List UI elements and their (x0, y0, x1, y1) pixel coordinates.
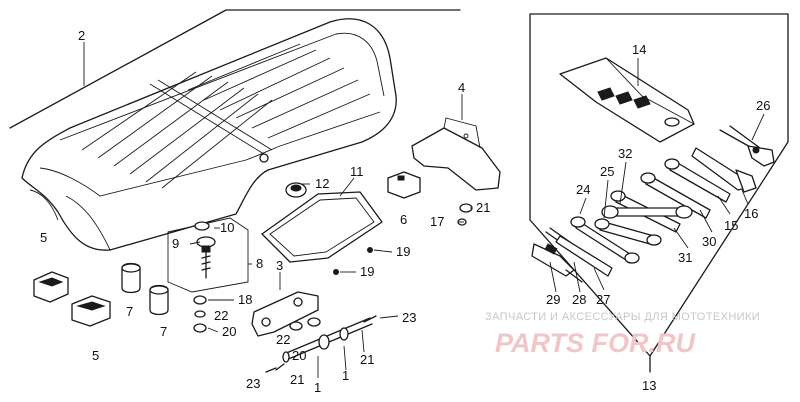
callout-13: 13 (642, 378, 656, 393)
callout-5-a: 5 (40, 230, 47, 245)
leader-lines-left (83, 42, 472, 378)
watermark-logo: PARTS FOR.RU (495, 328, 697, 358)
callout-15: 15 (724, 218, 738, 233)
callout-25: 25 (600, 164, 614, 179)
callout-10: 10 (220, 220, 234, 235)
screwdriver-16 (691, 147, 757, 193)
callout-17: 17 (430, 214, 444, 229)
seat-group-frame (9, 9, 461, 129)
pliers-26 (719, 125, 775, 167)
tool-kit-frame (529, 13, 789, 373)
wrench-24 (570, 216, 640, 264)
plate-11 (261, 191, 383, 263)
callout-29: 29 (546, 292, 560, 307)
wrench-15 (664, 158, 731, 203)
callout-21-b: 21 (360, 352, 374, 367)
hinge-bracket-3 (251, 291, 319, 337)
callout-19-a: 19 (396, 244, 410, 259)
callout-26: 26 (756, 98, 770, 113)
callout-28: 28 (572, 292, 586, 307)
callout-24: 24 (576, 182, 590, 197)
callout-21-a: 21 (476, 200, 490, 215)
callout-6: 6 (400, 212, 407, 227)
wrench-25 (594, 218, 662, 246)
callout-23-a: 23 (402, 310, 416, 325)
screwdriver-29 (531, 243, 583, 283)
callout-16: 16 (744, 206, 758, 221)
callout-14: 14 (632, 42, 646, 57)
wrench-32 (601, 205, 693, 219)
bracket-8-outline (167, 217, 249, 293)
callout-11: 11 (350, 164, 364, 179)
leader-lines-right (549, 58, 765, 293)
callout-20-b: 20 (292, 348, 306, 363)
grommet-12 (285, 182, 307, 198)
callout-21-c: 21 (290, 372, 304, 387)
bracket-6 (387, 171, 421, 199)
callout-1-b: 1 (342, 368, 349, 383)
rubber-block-5-upper (33, 271, 69, 303)
callout-9: 9 (172, 236, 179, 251)
callout-23-b: 23 (246, 376, 260, 391)
callout-12: 12 (315, 176, 329, 191)
callout-32: 32 (618, 146, 632, 161)
wrench-30 (640, 172, 711, 219)
rubber-block-5-lower (71, 295, 111, 327)
cushion-7-lower (149, 284, 169, 316)
callout-2: 2 (78, 28, 85, 43)
callout-19-b: 19 (360, 264, 374, 279)
bracket-4 (411, 117, 501, 191)
callout-7-b: 7 (160, 324, 167, 339)
tool-bag-14 (559, 57, 695, 143)
watermark-text: ЗАПЧАСТИ И АКСЕССУАРЫ ДЛЯ МОТОТЕХНИКИ (485, 311, 760, 323)
callout-31: 31 (678, 250, 692, 265)
callout-20-a: 20 (222, 324, 236, 339)
callout-3: 3 (276, 258, 283, 273)
callout-22-b: 22 (276, 332, 290, 347)
callout-5-b: 5 (92, 348, 99, 363)
tool-27 (555, 235, 613, 277)
callout-8: 8 (256, 256, 263, 271)
screw-9-10 (194, 221, 216, 279)
callout-30: 30 (702, 234, 716, 249)
callout-7-a: 7 (126, 304, 133, 319)
callout-1-a: 1 (314, 380, 321, 395)
cushion-7-upper (121, 262, 141, 294)
callout-18: 18 (238, 292, 252, 307)
hinge-pins-1 (282, 317, 373, 363)
callout-4: 4 (458, 80, 465, 95)
small-fasteners (193, 203, 473, 373)
callout-22-a: 22 (214, 308, 228, 323)
seat-drawing (21, 18, 397, 251)
callout-27: 27 (596, 292, 610, 307)
